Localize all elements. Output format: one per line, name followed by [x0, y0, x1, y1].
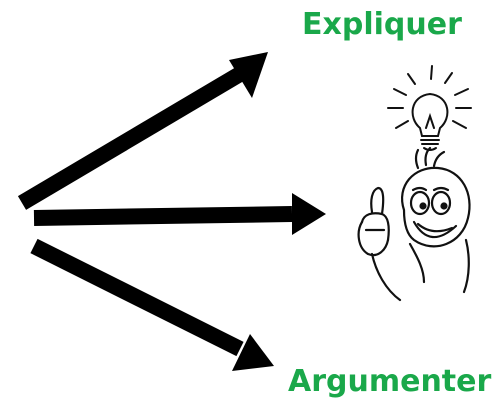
- lightbulb-icon: [387, 65, 472, 151]
- cartoon-thinker-icon: [357, 146, 471, 302]
- arrow-right: [33, 193, 326, 235]
- arrow-up-right: [17, 52, 268, 210]
- label-explain: Expliquer: [302, 7, 462, 42]
- label-argue: Argumenter: [288, 364, 492, 399]
- arrow-down-right: [30, 238, 274, 371]
